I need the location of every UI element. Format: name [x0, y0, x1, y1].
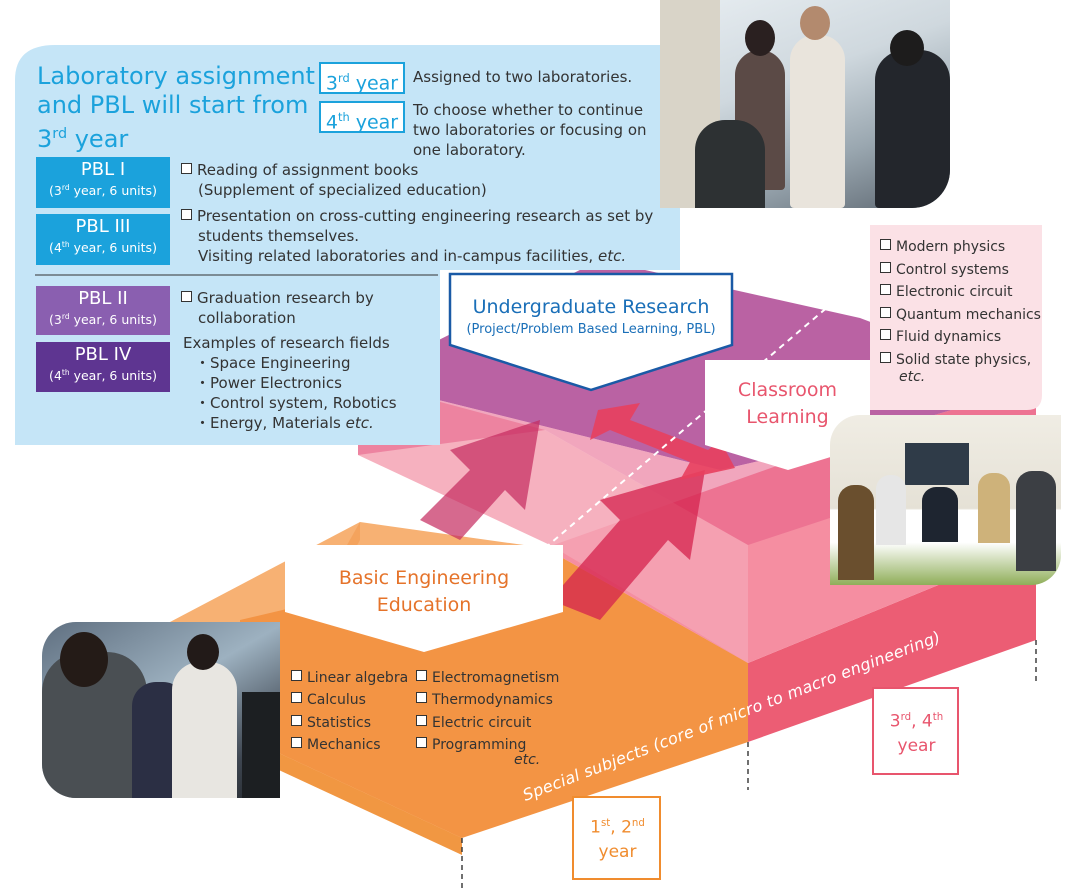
- year3-description: Assigned to two laboratories.: [413, 68, 633, 86]
- classroom-photo: [830, 415, 1061, 585]
- year12-box: [572, 796, 661, 880]
- pbl3-units: (4th year, 6 units): [49, 240, 157, 256]
- checkbox-icon: [416, 714, 427, 726]
- checkbox-icon: [291, 692, 302, 704]
- lab-photo: [660, 0, 950, 208]
- pbl3-box: PBL III (4th year, 6 units): [36, 214, 170, 265]
- basic-subject-list-2: Electromagnetism Thermodynamics Electric…: [416, 667, 559, 756]
- checkbox-icon: [181, 291, 192, 302]
- checkbox-icon: [880, 239, 891, 250]
- year34-box: [872, 687, 959, 775]
- pbl2-box: PBL II (3rd year, 6 units): [36, 286, 170, 335]
- year4-label-box: 4th year: [319, 101, 405, 133]
- arrow-up-right: [550, 470, 705, 620]
- checkbox-icon: [880, 284, 891, 295]
- classroom-title: Classroom Learning: [737, 379, 838, 428]
- headline: Laboratory assignment and PBL will start…: [37, 62, 315, 154]
- pbl3-description: Presentation on cross-cutting engineerin…: [181, 206, 653, 266]
- basic-subject-list-1: Linear algebra Calculus Statistics Mecha…: [291, 667, 408, 756]
- headline-line2: and PBL will start from: [37, 91, 309, 119]
- pbl2-name: PBL II: [78, 288, 128, 309]
- year34-label: 3rd, 4th year: [889, 711, 944, 756]
- checkbox-icon: [291, 736, 302, 748]
- divider-dash-1: [544, 304, 831, 549]
- headline-line1: Laboratory assignment: [37, 62, 315, 90]
- arrow-double: [590, 403, 735, 480]
- basic-chevron: [285, 545, 563, 652]
- year4-description: To choose whether to continue two labora…: [413, 101, 647, 159]
- pbl4-name: PBL IV: [74, 344, 132, 365]
- research-subtitle: (Project/Problem Based Learning, PBL): [466, 322, 716, 337]
- classroom-block-side: [748, 545, 1036, 742]
- classroom-subject-list: Modern physics Control systems Electroni…: [880, 236, 1041, 389]
- pbl1-box: PBL I (3rd year, 6 units): [36, 157, 170, 208]
- pbl3-name: PBL III: [75, 216, 131, 237]
- pbl1-units: (3rd year, 6 units): [49, 183, 157, 199]
- pbl1-name: PBL I: [80, 159, 126, 180]
- pbl1-description: Reading of assignment books (Supplement …: [181, 160, 487, 200]
- checkbox-icon: [291, 670, 302, 681]
- arrow-up-left: [420, 420, 540, 540]
- year12-label: 1st, 2nd year: [590, 817, 645, 862]
- basic-etc: etc.: [514, 752, 541, 768]
- info-panel-bg: [15, 45, 680, 445]
- research-chevron: [448, 272, 734, 392]
- pbl2-units: (3rd year, 6 units): [49, 312, 157, 328]
- checkbox-icon: [880, 306, 891, 318]
- basic-title: Basic Engineering Education: [338, 567, 510, 616]
- year3-label-box: 3rd year: [319, 62, 405, 94]
- classroom-chevron: [705, 360, 870, 470]
- pbl4-units: (4th year, 6 units): [49, 368, 157, 384]
- headline-line3: 3rd year: [37, 125, 129, 153]
- research-title: Undergraduate Research: [472, 296, 710, 318]
- students-photo: [42, 622, 280, 798]
- checkbox-icon: [416, 736, 427, 748]
- checkbox-icon: [291, 714, 302, 726]
- checkbox-icon: [416, 670, 427, 681]
- checkbox-icon: [416, 692, 427, 704]
- checkbox-icon: [181, 163, 192, 174]
- classroom-subject-panel: [870, 225, 1042, 410]
- pbl2-4-description: Graduation research by collaboration Exa…: [181, 289, 397, 432]
- checkbox-icon: [880, 261, 891, 273]
- pbl4-box: PBL IV (4th year, 6 units): [36, 342, 170, 392]
- checkbox-icon: [181, 209, 192, 220]
- basic-slab-front-left: [240, 735, 462, 855]
- checkbox-icon: [880, 329, 891, 340]
- checkbox-icon: [880, 351, 891, 363]
